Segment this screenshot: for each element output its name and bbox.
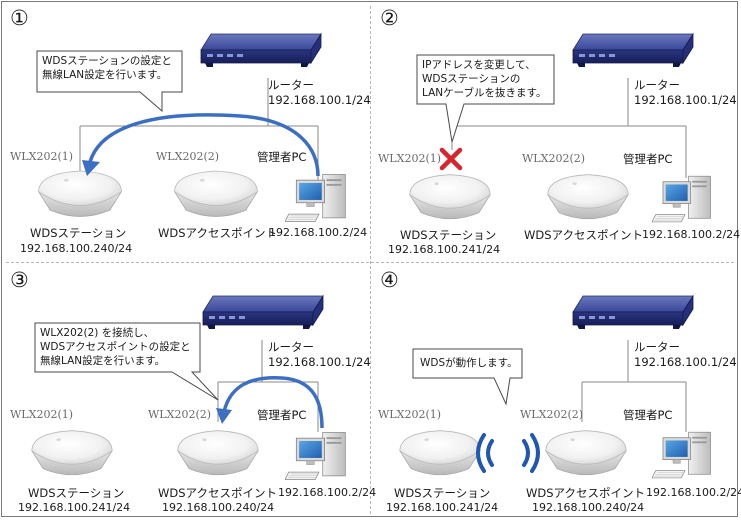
ap1-ip: 192.168.100.241/24 [386,501,499,514]
wireless-signal-icon [476,433,540,473]
step-number: ④ [380,268,399,292]
pc-name: 管理者PC [623,408,673,422]
ap1-ip: 192.168.100.241/24 [388,243,501,256]
router-name: ルーター [268,78,314,92]
ap2-model: WLX202(2) [156,150,220,163]
panel-step-4: ④ ルーター 192.168.100.1/24 WLX202(1) WLX202… [370,262,741,522]
pc-icon [652,430,716,482]
ap2-role: WDSアクセスポイント [526,486,645,500]
callout-line: IPアドレスを変更して、 [422,59,536,71]
pc-ip: 192.168.100.2/24 [278,486,377,499]
disconnect-x-icon [439,147,463,171]
ap1-ip: 192.168.100.240/24 [20,242,133,255]
access-point-icon [542,168,634,226]
router-name: ルーター [634,340,680,354]
step-number: ① [10,6,29,30]
callout-line: WLX202(2) を接続し、 [40,327,155,339]
ap2-role: WDSアクセスポイント [158,486,277,500]
access-point-icon [540,424,632,482]
ap1-role: WDSステーション [30,226,127,240]
callout-line: WDSステーションの [422,73,521,85]
step-number: ② [380,6,399,30]
ap2-role: WDSアクセスポイント [524,228,643,242]
lan-cables [581,340,687,432]
pc-name: 管理者PC [257,150,307,164]
ap1-role: WDSステーション [28,486,125,500]
callout-line: 無線LAN設定を行います。 [40,355,166,367]
router-ip: 192.168.100.1/24 [268,93,371,107]
router-icon [569,292,699,332]
ap2-model: WLX202(2) [148,408,212,421]
lan-cables [79,78,319,180]
ap2-role: WDSアクセスポイント [158,226,277,240]
callout-line: LANケーブルを抜きます。 [422,87,547,99]
access-point-icon [394,424,486,482]
pc-ip: 192.168.100.2/24 [642,228,741,241]
ap1-ip: 192.168.100.241/24 [18,501,131,514]
ap2-model: WLX202(2) [522,152,586,165]
step-number: ③ [10,268,29,292]
ap1-model: WLX202(1) [378,152,442,165]
panel-step-3: ③ ルーター 192.168.100.1/24 WLX202(1) WLX202… [0,262,376,522]
pc-name: 管理者PC [257,408,307,422]
config-arrow [82,113,320,177]
ap2-model: WLX202(2) [520,408,584,421]
router-ip: 192.168.100.1/24 [634,355,737,369]
ap1-role: WDSステーション [400,228,497,242]
panel-step-1: ① ルーター 192.168.100.1/24 WLX202(1) WLX202… [0,0,371,260]
pc-icon [652,174,716,226]
callout-line: WDSアクセスポイントの設定と [40,341,191,353]
router-icon [569,30,699,70]
ap2-ip: 192.168.100.240/24 [532,501,645,514]
panel-step-2: ② ルーター 192.168.100.1/24 WLX202(1) WLX202… [370,0,741,260]
pc-ip: 192.168.100.2/24 [646,486,741,499]
router-name: ルーター [268,340,314,354]
router-ip: 192.168.100.1/24 [634,93,737,107]
access-point-icon [404,168,496,226]
vertical-divider [370,6,371,514]
ap1-model: WLX202(1) [10,150,74,163]
router-ip: 192.168.100.1/24 [268,355,371,369]
router-name: ルーター [634,78,680,92]
callout-line: WDSが動作します。 [420,357,518,369]
pc-name: 管理者PC [623,152,673,166]
lan-cables [451,78,687,178]
ap2-ip: 192.168.100.240/24 [162,501,275,514]
ap1-model: WLX202(1) [10,408,74,421]
config-arrow [216,376,324,429]
callout-line: WDSステーションの設定と [42,55,172,67]
callout-line: 無線LAN設定を行います。 [42,69,168,81]
pc-ip: 192.168.100.2/24 [269,226,368,239]
ap1-role: WDSステーション [394,486,491,500]
ap1-model: WLX202(1) [378,408,442,421]
